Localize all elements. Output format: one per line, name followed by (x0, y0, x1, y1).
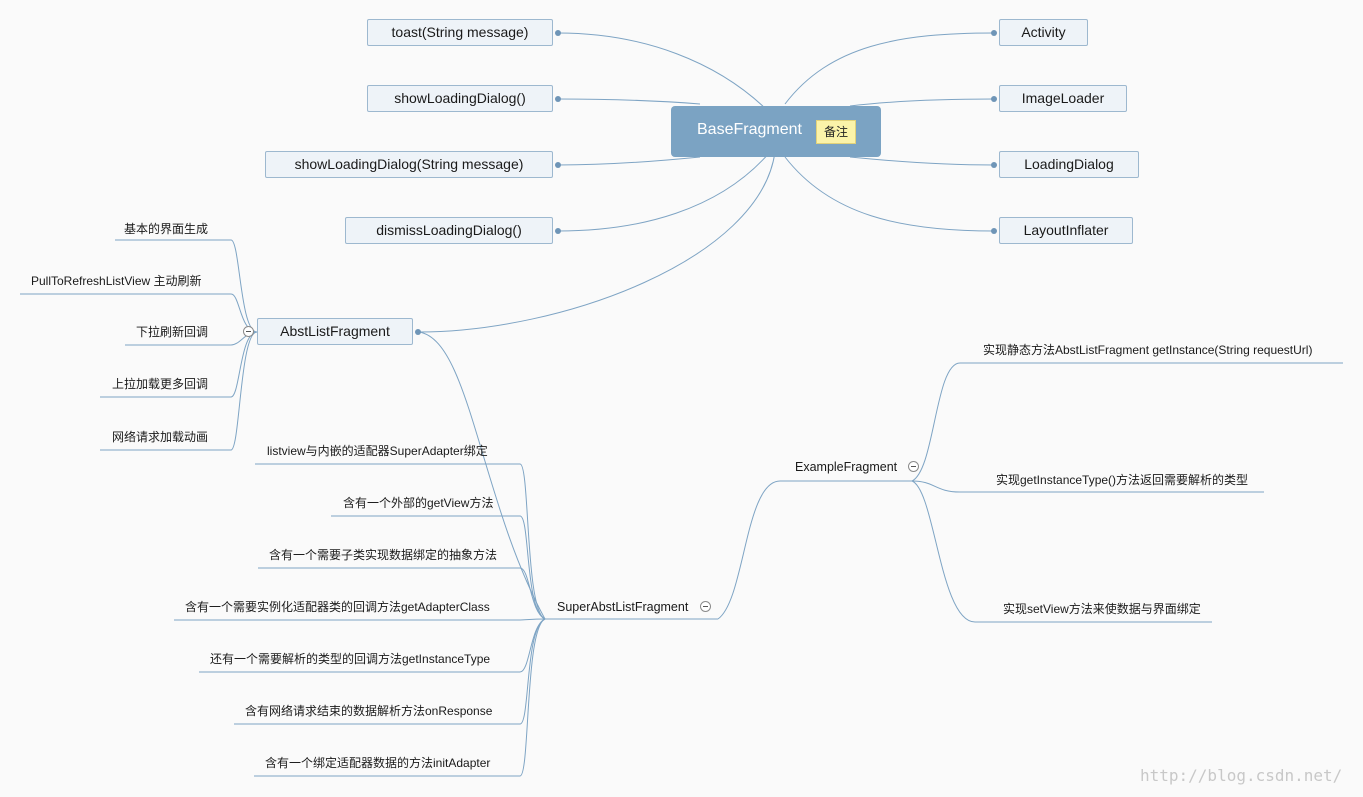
node-image-loader[interactable]: ImageLoader (999, 85, 1127, 112)
node-activity[interactable]: Activity (999, 19, 1088, 46)
collapse-toggle-icon[interactable] (700, 601, 711, 612)
example-item: 实现setView方法来使数据与界面绑定 (1003, 602, 1201, 616)
abst-list-item: PullToRefreshListView 主动刷新 (31, 274, 202, 288)
super-abst-item: 含有一个绑定适配器数据的方法initAdapter (265, 756, 491, 770)
super-abst-item: 含有一个需要实例化适配器类的回调方法getAdapterClass (185, 600, 490, 614)
node-toast[interactable]: toast(String message) (367, 19, 553, 46)
abst-list-item: 上拉加载更多回调 (112, 377, 209, 391)
collapse-toggle-icon[interactable] (243, 326, 254, 337)
node-super-abst-list-fragment[interactable]: SuperAbstListFragment (557, 600, 689, 614)
node-show-loading-dialog-message[interactable]: showLoadingDialog(String message) (265, 151, 553, 178)
connector-dot (555, 228, 561, 234)
node-example-fragment[interactable]: ExampleFragment (795, 460, 898, 474)
super-abst-item: listview与内嵌的适配器SuperAdapter绑定 (267, 444, 488, 458)
node-show-loading-dialog[interactable]: showLoadingDialog() (367, 85, 553, 112)
connector-dot (555, 162, 561, 168)
root-node-basefragment[interactable]: BaseFragment 备注 (671, 106, 881, 157)
super-abst-item: 还有一个需要解析的类型的回调方法getInstanceType (210, 652, 491, 666)
node-layout-inflater[interactable]: LayoutInflater (999, 217, 1133, 244)
note-badge[interactable]: 备注 (816, 120, 856, 144)
connector-dot (991, 96, 997, 102)
root-label: BaseFragment (697, 121, 802, 138)
abst-list-item: 网络请求加载动画 (112, 430, 209, 444)
node-loading-dialog[interactable]: LoadingDialog (999, 151, 1139, 178)
connector-dot (555, 96, 561, 102)
example-item: 实现getInstanceType()方法返回需要解析的类型 (996, 473, 1249, 487)
abst-list-item: 基本的界面生成 (124, 222, 209, 236)
watermark: http://blog.csdn.net/ (1140, 766, 1343, 785)
collapse-toggle-icon[interactable] (908, 461, 919, 472)
connector-dot (415, 329, 421, 335)
abst-list-item: 下拉刷新回调 (136, 325, 209, 339)
connector-dot (991, 228, 997, 234)
node-abst-list-fragment[interactable]: AbstListFragment (257, 318, 413, 345)
example-item: 实现静态方法AbstListFragment getInstance(Strin… (983, 343, 1313, 357)
super-abst-item: 含有一个需要子类实现数据绑定的抽象方法 (269, 548, 498, 562)
connector-dot (991, 30, 997, 36)
super-abst-item: 含有网络请求结束的数据解析方法onResponse (245, 704, 493, 718)
connector-dot (555, 30, 561, 36)
node-dismiss-loading-dialog[interactable]: dismissLoadingDialog() (345, 217, 553, 244)
connector-dot (991, 162, 997, 168)
super-abst-item: 含有一个外部的getView方法 (343, 496, 494, 510)
